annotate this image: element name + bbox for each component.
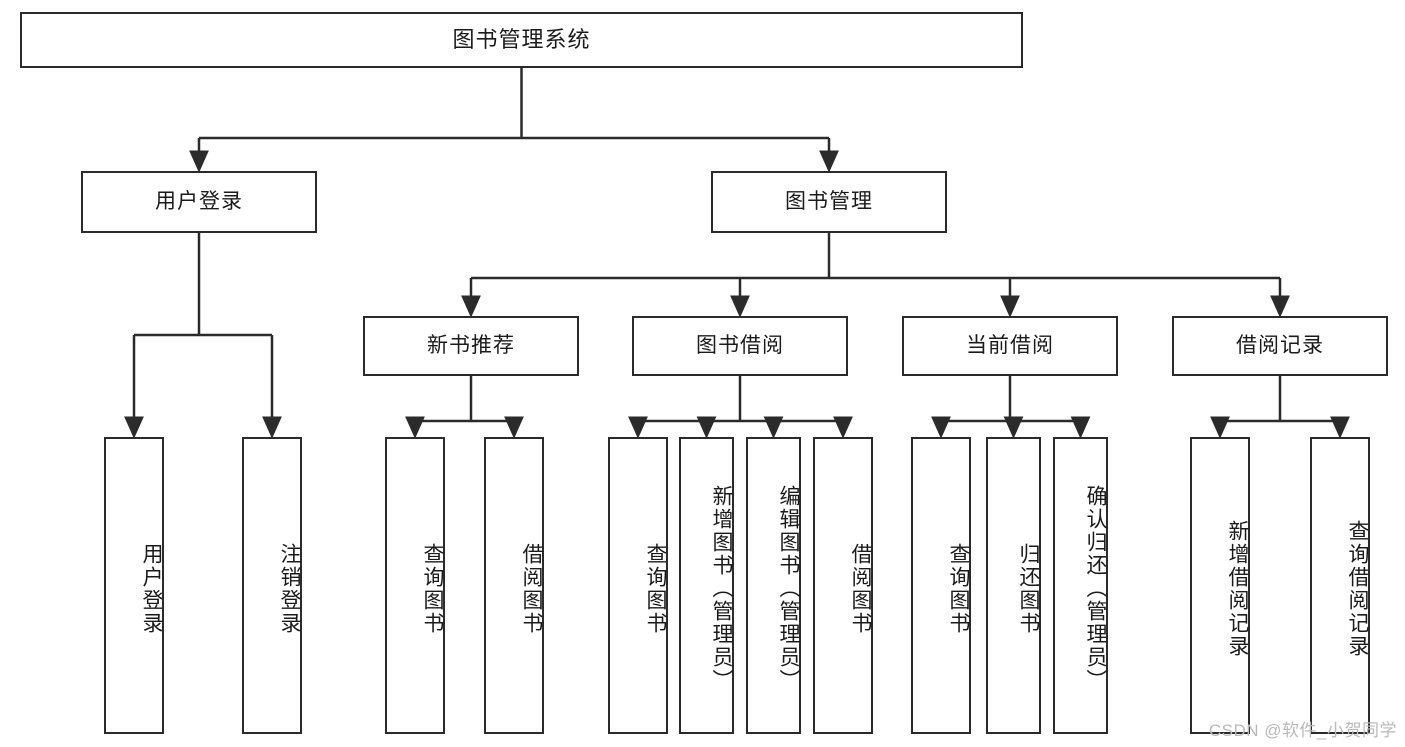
- node-leaf-query-book-1-label: 查询图书: [421, 542, 444, 635]
- node-leaf-user-login-label: 用户登录: [140, 542, 163, 635]
- node-leaf-add-record-label: 新增借阅记录: [1226, 519, 1249, 658]
- node-leaf-query-book-1[interactable]: 查询图书: [385, 437, 445, 734]
- node-book-manage[interactable]: 图书管理: [711, 171, 947, 233]
- csdn-watermark: CSDN @软件_小贺同学: [1208, 721, 1397, 740]
- node-leaf-confirm-return-admin-label: 确认归还（管理员）: [1084, 485, 1107, 692]
- node-current-borrow[interactable]: 当前借阅: [902, 316, 1118, 376]
- node-leaf-add-book-admin-label: 新增图书（管理员）: [710, 485, 733, 692]
- node-new-book-rec-label: 新书推荐: [427, 334, 515, 358]
- node-leaf-borrow-book-2-label: 借阅图书: [849, 542, 872, 635]
- node-borrow-record-label: 借阅记录: [1236, 334, 1324, 358]
- node-leaf-add-book-admin[interactable]: 新增图书（管理员）: [679, 437, 734, 734]
- edges: [124, 68, 1350, 439]
- node-book-manage-label: 图书管理: [785, 190, 873, 214]
- node-leaf-query-book-3-label: 查询图书: [947, 542, 970, 635]
- node-book-borrow[interactable]: 图书借阅: [632, 316, 848, 376]
- node-leaf-query-record[interactable]: 查询借阅记录: [1310, 437, 1370, 734]
- node-borrow-record[interactable]: 借阅记录: [1172, 316, 1388, 376]
- node-leaf-confirm-return-admin[interactable]: 确认归还（管理员）: [1053, 437, 1108, 734]
- node-leaf-logout[interactable]: 注销登录: [242, 437, 302, 734]
- node-leaf-return-book[interactable]: 归还图书: [986, 437, 1041, 734]
- node-leaf-add-record[interactable]: 新增借阅记录: [1190, 437, 1250, 734]
- node-root-label: 图书管理系统: [452, 26, 591, 52]
- node-leaf-query-record-label: 查询借阅记录: [1346, 519, 1369, 658]
- node-leaf-borrow-book-1-label: 借阅图书: [520, 542, 543, 635]
- node-leaf-query-book-3[interactable]: 查询图书: [911, 437, 971, 734]
- node-book-borrow-label: 图书借阅: [696, 334, 784, 358]
- node-user-login-label: 用户登录: [155, 190, 243, 214]
- node-root[interactable]: 图书管理系统: [20, 12, 1023, 68]
- node-leaf-borrow-book-2[interactable]: 借阅图书: [813, 437, 873, 734]
- node-leaf-return-book-label: 归还图书: [1017, 542, 1040, 635]
- node-leaf-borrow-book-1[interactable]: 借阅图书: [484, 437, 544, 734]
- node-current-borrow-label: 当前借阅: [966, 334, 1054, 358]
- node-user-login[interactable]: 用户登录: [81, 171, 317, 233]
- node-leaf-query-book-2[interactable]: 查询图书: [608, 437, 668, 734]
- node-new-book-rec[interactable]: 新书推荐: [363, 316, 579, 376]
- node-leaf-edit-book-admin-label: 编辑图书（管理员）: [777, 485, 800, 692]
- node-leaf-query-book-2-label: 查询图书: [644, 542, 667, 635]
- node-leaf-logout-label: 注销登录: [278, 542, 301, 635]
- node-leaf-edit-book-admin[interactable]: 编辑图书（管理员）: [746, 437, 801, 734]
- node-leaf-user-login[interactable]: 用户登录: [104, 437, 164, 734]
